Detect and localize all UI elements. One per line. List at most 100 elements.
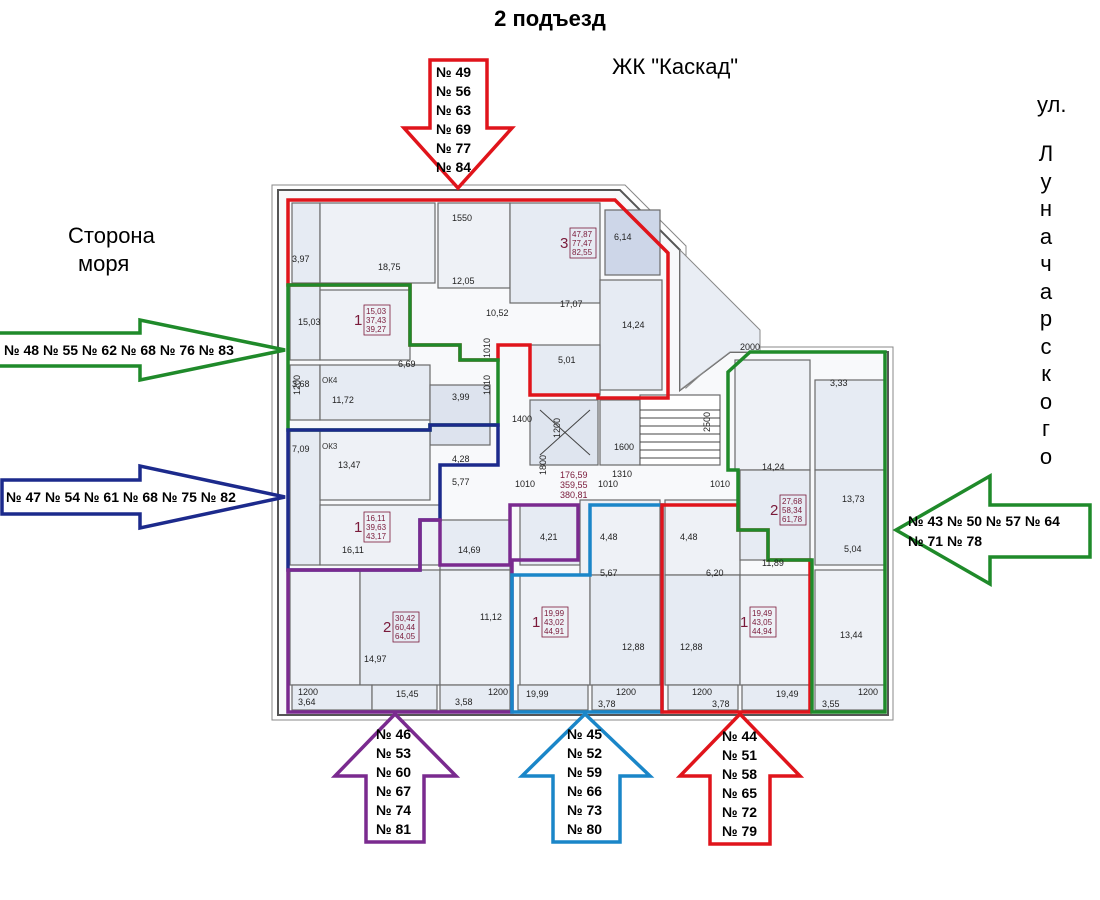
apartment-number: № 74 [376, 802, 412, 818]
room-area-label: 12,05 [452, 276, 475, 286]
core-total-1: 176,59 [560, 470, 588, 480]
dimension-label: 1200 [488, 687, 508, 697]
dimension-label: 1200 [616, 687, 636, 697]
apartment-area-value: 30,42 [395, 614, 416, 623]
room-area-label: 3,64 [298, 697, 316, 707]
apartment-number: № 72 [722, 804, 758, 820]
sea-side-line1: Сторона [68, 223, 155, 248]
apartment-number: № 56 [436, 83, 472, 99]
room-area-label: 13,73 [842, 494, 865, 504]
room-area-label: 11,89 [762, 558, 784, 568]
apartments-left-navy-list: № 47 № 54 № 61 № 68 № 75 № 82 [6, 489, 236, 505]
apartment-area-value: 44,94 [752, 627, 773, 636]
apartment-room-count: 2 [383, 619, 391, 636]
dimension-label: 2500 [702, 412, 712, 432]
room-area-label: 3,78 [712, 699, 730, 709]
room-area-label: 19,99 [526, 689, 549, 699]
room-area-label: 3,55 [822, 699, 840, 709]
core-total-3: 380,81 [560, 490, 588, 500]
dimension-label: 2000 [740, 342, 760, 352]
room-area-label: 5,04 [844, 544, 862, 554]
street-letter: о [1039, 443, 1053, 469]
apartment-room-count: 3 [560, 235, 568, 252]
room-area-label: 13,47 [338, 460, 361, 470]
apartment-number: № 79 [722, 823, 758, 839]
arrow-up-icon [330, 711, 461, 844]
room-area-label: 3,97 [292, 254, 310, 264]
apartment-area-value: 37,43 [366, 316, 387, 325]
room-area-label: 4,48 [680, 532, 698, 542]
dimension-label: 1200 [292, 375, 302, 395]
arrow-down-icon [400, 58, 516, 191]
tag-ok4: ОК4 [322, 376, 338, 385]
street-letter: а [1039, 223, 1053, 249]
dimension-label: 1600 [614, 442, 634, 452]
dimension-label: 1010 [598, 479, 618, 489]
apartment-area-value: 19,49 [752, 609, 773, 618]
apartment-area-value: 16,11 [366, 514, 386, 523]
apartment-area-value: 43,02 [544, 618, 565, 627]
room-area-label: 5,77 [452, 477, 470, 487]
arrow-up-icon [517, 711, 655, 844]
apartment-room-count: 1 [740, 614, 748, 631]
room-area-labels: 3,9718,7512,0510,5217,075,0114,246,1415,… [292, 232, 865, 709]
apartment-area-value: 47,87 [572, 230, 593, 239]
apartment-area-value: 15,03 [366, 307, 387, 316]
apartment-area-value: 60,44 [395, 623, 416, 632]
apartment-number: № 84 [436, 159, 472, 175]
street-prefix: ул. [1037, 92, 1067, 117]
apartment-area-value: 77,47 [572, 239, 593, 248]
apartment-area-value: 82,55 [572, 248, 593, 257]
apartment-number: № 58 [722, 766, 758, 782]
room-area-label: 6,20 [706, 568, 724, 578]
apartment-number: № 53 [376, 745, 412, 761]
room-area-label: 3,33 [830, 378, 848, 388]
room-area-label: 4,21 [540, 532, 558, 542]
dimension-label: 1010 [515, 479, 535, 489]
apartment-area-value: 44,91 [544, 627, 565, 636]
sea-side-line2: моря [78, 251, 130, 276]
room-area-label: 3,58 [455, 697, 473, 707]
apartment-number: № 81 [376, 821, 412, 837]
core-total-2: 359,55 [560, 480, 588, 490]
room-area-label: 10,52 [486, 308, 509, 318]
room-area-label: 14,69 [458, 545, 481, 555]
room-area-label: 17,07 [560, 299, 583, 309]
room-area-label: 15,45 [396, 689, 419, 699]
core-area-totals: 176,59 359,55 380,81 [560, 470, 588, 500]
room-area-label: 3,78 [598, 699, 616, 709]
apartments-left-green-list: № 48 № 55 № 62 № 68 № 76 № 83 [4, 342, 234, 358]
street-letter: а [1039, 278, 1053, 304]
dimension-label: 1200 [552, 418, 562, 438]
dimension-label: 1010 [482, 375, 492, 395]
room-area-label: 19,49 [776, 689, 799, 699]
room-area-label: 18,75 [378, 262, 401, 272]
apartments-right-line1: № 43 № 50 № 57 № 64 [908, 513, 1060, 529]
apartment-number: № 49 [436, 64, 472, 80]
arrow-left-icon [892, 472, 1092, 588]
apartment-area-value: 39,27 [366, 325, 387, 334]
apartment-number: № 66 [567, 783, 603, 799]
apartment-info-boxes: 347,8777,4782,55115,0337,4339,27116,1139… [354, 227, 807, 643]
room-area-label: 5,67 [600, 568, 618, 578]
dimension-label: 1010 [482, 338, 492, 358]
street-letter: к [1041, 361, 1051, 386]
dimension-label: 1550 [452, 213, 472, 223]
apartment-area-value: 43,17 [366, 532, 387, 541]
room-area-label: 4,48 [600, 532, 618, 542]
dimension-label: 1010 [710, 479, 730, 489]
apartment-number: № 73 [567, 802, 603, 818]
dimension-label: 1200 [858, 687, 878, 697]
street-letter: р [1039, 306, 1053, 331]
room-area-label: 5,01 [558, 355, 576, 365]
